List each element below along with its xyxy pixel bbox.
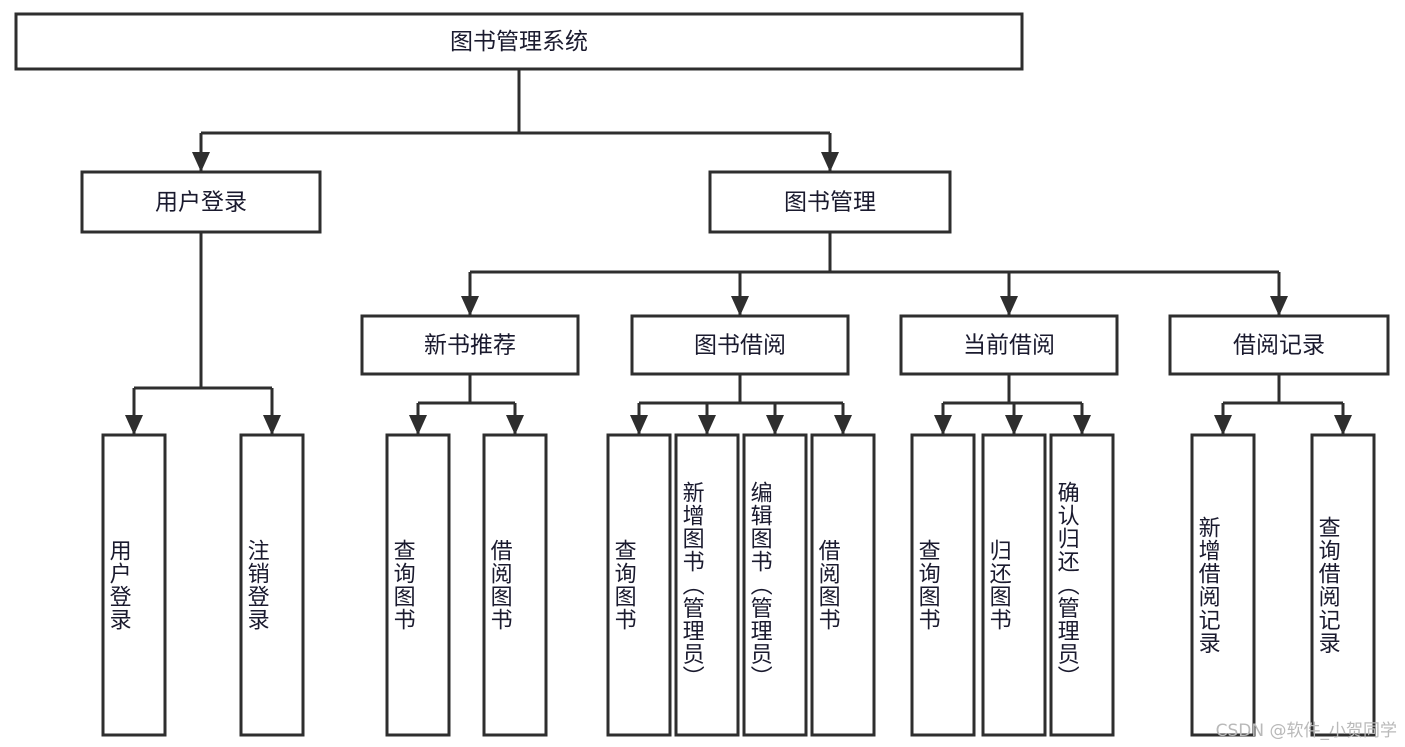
node-label-wrap: 用户登录 (105, 538, 131, 632)
node-label-wrap: 查询图书 (914, 538, 940, 632)
node-label-wrap: 借阅图书 (814, 538, 840, 632)
node-box (482, 433, 548, 737)
node-leaf-add-book[interactable]: 新增图书（管理员） (674, 433, 740, 737)
node-box (1310, 433, 1376, 737)
arrowhead-icon (1000, 296, 1018, 316)
node-label: 归还图书 (985, 538, 1011, 632)
node-box (1049, 433, 1115, 737)
node-leaf-query-book-2[interactable]: 查询图书 (606, 433, 672, 737)
node-label: 借阅图书 (814, 538, 840, 632)
arrowhead-icon (506, 415, 524, 435)
node-label-wrap: 新增图书（管理员） (678, 481, 704, 689)
node-label: 编辑图书（管理员） (746, 481, 772, 689)
node-leaf-add-record[interactable]: 新增借阅记录 (1190, 433, 1256, 737)
node-box (80, 170, 322, 234)
node-book-borrow[interactable]: 图书借阅 (630, 314, 850, 376)
node-box (899, 314, 1119, 376)
node-leaf-edit-book[interactable]: 编辑图书（管理员） (742, 433, 808, 737)
arrowhead-icon (834, 415, 852, 435)
node-layer: 图书管理系统用户登录图书管理新书推荐图书借阅当前借阅借阅记录用户登录注销登录查询… (14, 12, 1390, 737)
node-label: 用户登录 (155, 190, 247, 216)
node-box (101, 433, 167, 737)
node-box (606, 433, 672, 737)
node-label-wrap: 确认归还（管理员） (1053, 481, 1079, 689)
arrowhead-icon (125, 415, 143, 435)
arrowhead-icon (1214, 415, 1232, 435)
node-box (1168, 314, 1390, 376)
node-leaf-confirm-return[interactable]: 确认归还（管理员） (1049, 433, 1115, 737)
node-leaf-query-book-1[interactable]: 查询图书 (385, 433, 451, 737)
node-box (239, 433, 305, 737)
node-box (630, 314, 850, 376)
node-box (981, 433, 1047, 737)
node-box (385, 433, 451, 737)
node-label: 图书管理 (784, 190, 876, 216)
node-root[interactable]: 图书管理系统 (14, 12, 1024, 71)
arrowhead-icon (766, 415, 784, 435)
node-label: 图书管理系统 (450, 29, 588, 55)
node-box (910, 433, 976, 737)
node-leaf-borrow-book-2[interactable]: 借阅图书 (810, 433, 876, 737)
arrowhead-icon (1005, 415, 1023, 435)
node-box (1190, 433, 1256, 737)
node-leaf-query-record[interactable]: 查询借阅记录 (1310, 433, 1376, 737)
node-leaf-query-book-3[interactable]: 查询图书 (910, 433, 976, 737)
arrowhead-icon (192, 152, 210, 172)
arrowhead-icon (1073, 415, 1091, 435)
node-current-borrow[interactable]: 当前借阅 (899, 314, 1119, 376)
node-label-wrap: 编辑图书（管理员） (746, 481, 772, 689)
node-box (810, 433, 876, 737)
node-label: 新增图书（管理员） (678, 481, 704, 689)
node-leaf-return-book[interactable]: 归还图书 (981, 433, 1047, 737)
arrowhead-icon (461, 296, 479, 316)
node-box (14, 12, 1024, 71)
node-label-wrap: 新增借阅记录 (1194, 515, 1220, 655)
node-label-wrap: 借阅图书 (486, 538, 512, 632)
arrowhead-icon (409, 415, 427, 435)
node-label: 新增借阅记录 (1194, 515, 1220, 655)
node-label: 查询图书 (914, 538, 940, 632)
node-label-wrap: 注销登录 (243, 538, 269, 632)
arrowhead-icon (630, 415, 648, 435)
node-label: 注销登录 (243, 538, 269, 632)
arrowhead-icon (263, 415, 281, 435)
node-box (360, 314, 580, 376)
arrowhead-icon (1270, 296, 1288, 316)
node-label-wrap: 查询借阅记录 (1314, 515, 1340, 655)
node-leaf-borrow-book-1[interactable]: 借阅图书 (482, 433, 548, 737)
node-leaf-user-logout[interactable]: 注销登录 (239, 433, 305, 737)
node-new-book-recommend[interactable]: 新书推荐 (360, 314, 580, 376)
node-box (674, 433, 740, 737)
node-label: 查询借阅记录 (1314, 515, 1340, 655)
node-leaf-user-login[interactable]: 用户登录 (101, 433, 167, 737)
node-label: 确认归还（管理员） (1053, 481, 1079, 689)
node-label: 借阅记录 (1233, 333, 1325, 359)
node-label-wrap: 查询图书 (610, 538, 636, 632)
node-label: 查询图书 (389, 538, 415, 632)
node-borrow-record[interactable]: 借阅记录 (1168, 314, 1390, 376)
arrowhead-icon (934, 415, 952, 435)
node-box (742, 433, 808, 737)
node-label: 借阅图书 (486, 538, 512, 632)
node-label: 用户登录 (105, 538, 131, 632)
node-label-wrap: 查询图书 (389, 538, 415, 632)
node-label: 查询图书 (610, 538, 636, 632)
arrowhead-icon (698, 415, 716, 435)
node-box (708, 170, 952, 234)
node-label-wrap: 归还图书 (985, 538, 1011, 632)
node-label: 图书借阅 (694, 333, 786, 359)
node-book-manage[interactable]: 图书管理 (708, 170, 952, 234)
node-user-login[interactable]: 用户登录 (80, 170, 322, 234)
node-label: 新书推荐 (424, 333, 516, 359)
edge-layer (125, 69, 1352, 435)
arrowhead-icon (821, 152, 839, 172)
arrowhead-icon (1334, 415, 1352, 435)
arrowhead-icon (731, 296, 749, 316)
node-label: 当前借阅 (963, 333, 1055, 359)
